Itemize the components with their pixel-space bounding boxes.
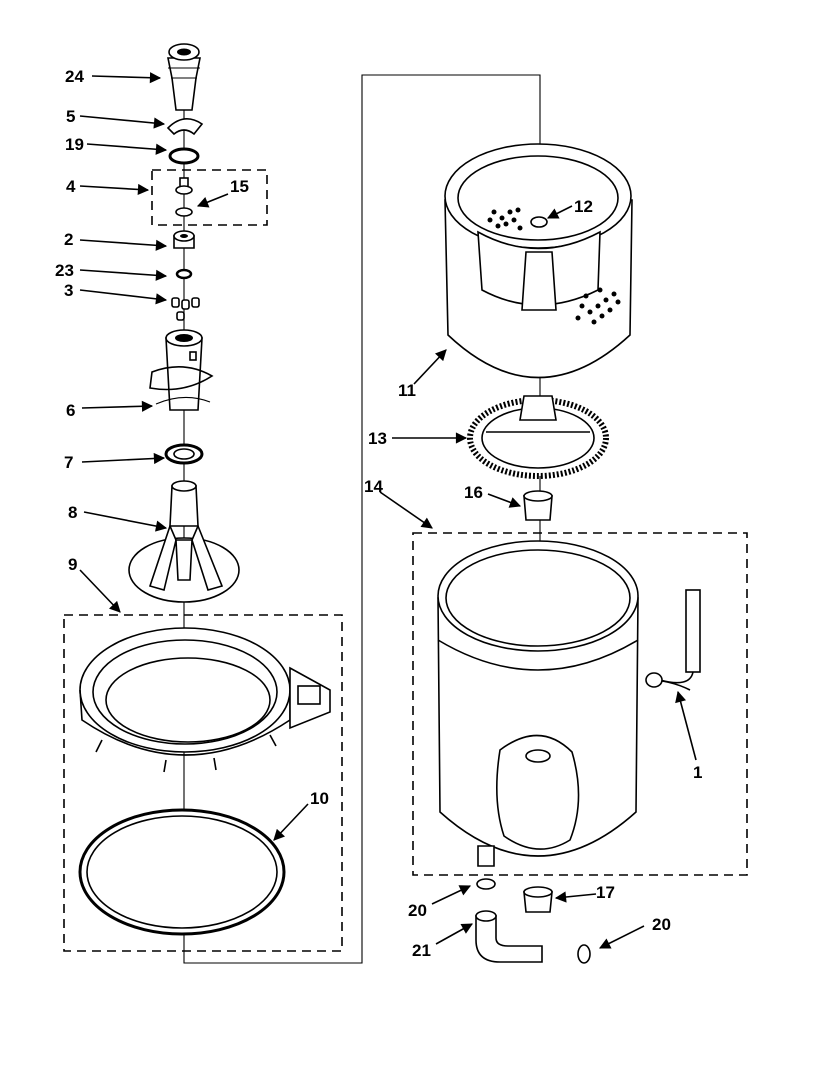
label-1: 1 [693, 763, 702, 782]
part-6-auger [149, 329, 214, 411]
label-6: 6 [66, 401, 75, 420]
part-10-tub-ring [78, 808, 286, 936]
group-box-14 [412, 532, 748, 876]
part-16-coupling [523, 490, 553, 521]
label-14: 14 [364, 477, 383, 496]
part-14-tub [437, 540, 701, 857]
label-12: 12 [574, 197, 593, 216]
label-11: 11 [398, 381, 416, 400]
label-8: 8 [68, 503, 77, 522]
group-box-9 [63, 614, 343, 952]
label-16: 16 [464, 483, 483, 502]
label-20-lower: 20 [652, 915, 671, 934]
part-17-nut [523, 886, 553, 913]
label-17: 17 [596, 883, 615, 902]
label-21: 21 [412, 941, 431, 960]
part-24-agitator-cap [167, 43, 201, 111]
part-23-washer [175, 268, 193, 280]
label-10: 10 [310, 789, 329, 808]
label-2: 2 [64, 230, 73, 249]
label-9: 9 [68, 555, 77, 574]
label-15: 15 [230, 177, 249, 196]
label-24: 24 [65, 67, 84, 86]
part-labels: 24 5 19 4 15 2 23 3 6 7 8 9 10 12 11 13 … [55, 67, 702, 960]
label-5: 5 [66, 107, 75, 126]
label-19: 19 [65, 135, 84, 154]
part-5-clip [166, 118, 204, 136]
part-7-ring [164, 443, 204, 465]
label-7: 7 [64, 453, 73, 472]
part-13-drive-plate [467, 395, 609, 479]
part-11-basket [444, 143, 633, 379]
label-13: 13 [368, 429, 387, 448]
label-4: 4 [66, 177, 76, 196]
part-8-agitator-base [128, 480, 240, 603]
part-2-nut [173, 230, 195, 249]
part-21-hose [475, 845, 591, 964]
label-20-upper: 20 [408, 901, 427, 920]
label-3: 3 [64, 281, 73, 300]
label-23: 23 [55, 261, 74, 280]
part-4-bolt [175, 177, 193, 195]
part-19-ring [168, 147, 200, 165]
group-box-4 [151, 169, 268, 226]
part-15-washer [175, 207, 193, 217]
leader-arrows [79, 72, 697, 949]
part-3-dogs [171, 297, 200, 321]
part-9-ring-assembly [79, 627, 331, 773]
